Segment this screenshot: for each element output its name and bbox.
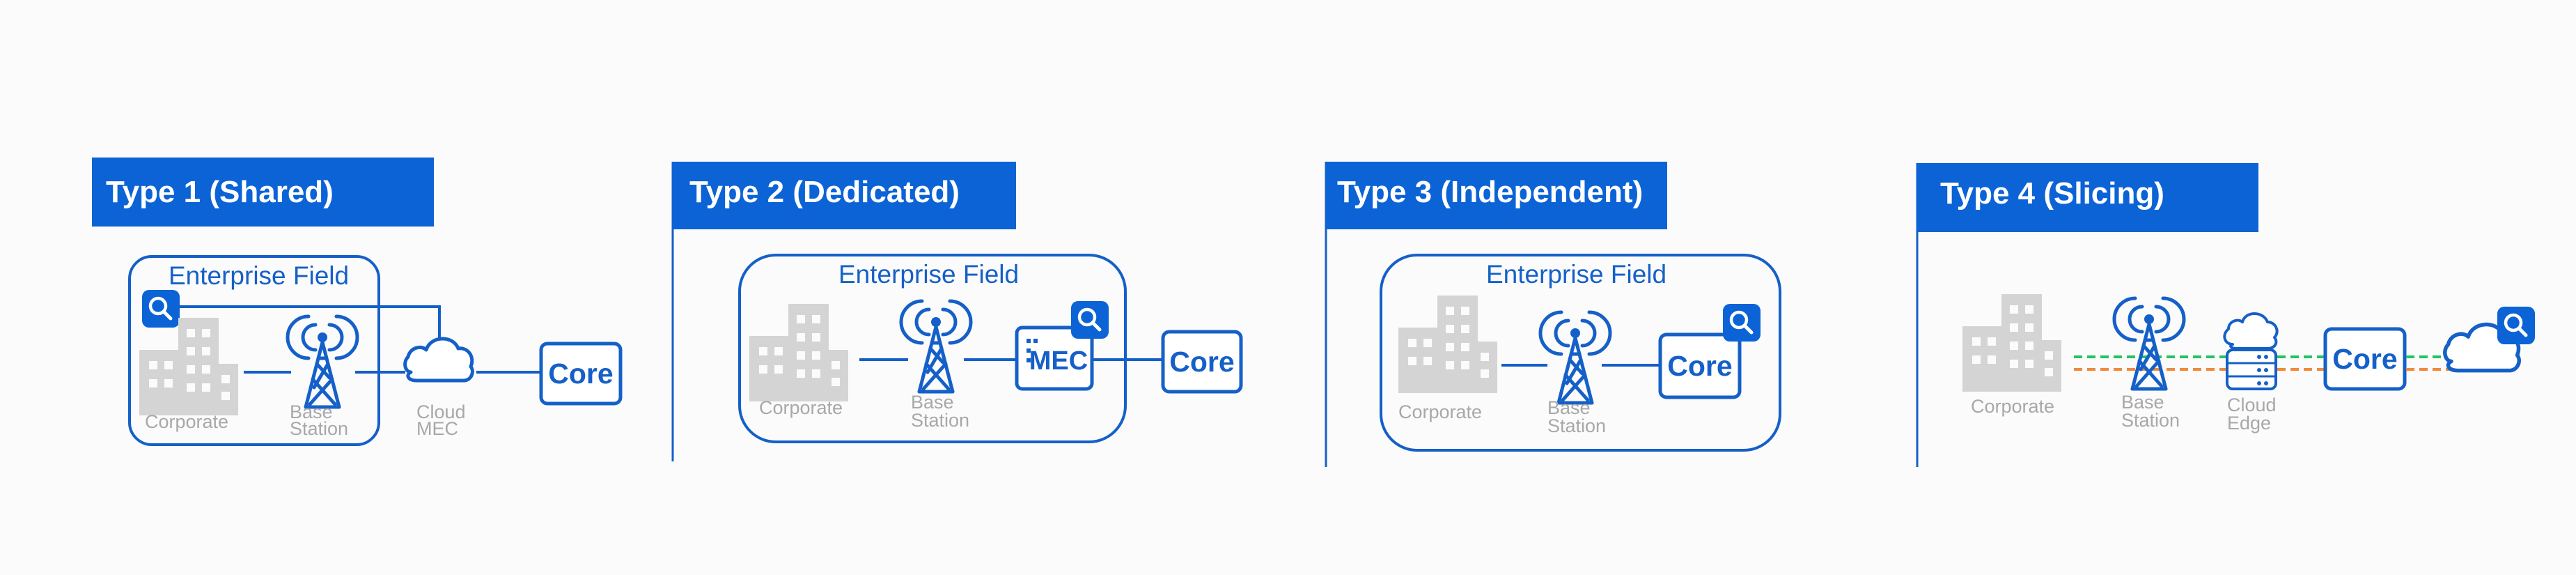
enterprise-field-box: [738, 254, 1127, 443]
building-icon: [139, 318, 238, 415]
search-icon: [2497, 307, 2535, 344]
enterprise-field-label: Enterprise Field: [169, 261, 349, 290]
core-label: Core: [1169, 346, 1234, 378]
panel-3-title: Type 3 (Independent): [1337, 175, 1643, 209]
search-icon: [1723, 304, 1761, 342]
panel-type-4: Type 4 (Slicing) Corporate Base Station …: [1916, 163, 2535, 467]
core-box: [1161, 330, 1243, 394]
panel-1-title: Type 1 (Shared): [106, 175, 334, 209]
base-station-label-1: Base: [911, 392, 954, 413]
panel-4-title: Type 4 (Slicing): [1940, 176, 2164, 210]
antenna-tower-icon: [901, 301, 971, 392]
cloud-mec-label-2: MEC: [416, 418, 458, 439]
base-station-label-2: Station: [911, 410, 969, 431]
base-station-label-1: Base: [290, 401, 333, 422]
search-icon: [1071, 301, 1109, 339]
server-icon: [2226, 348, 2277, 390]
building-icon: [1962, 294, 2061, 392]
core-label: Core: [548, 358, 613, 390]
panel-3-header: [1326, 162, 1667, 229]
mec-label: MEC: [1029, 346, 1088, 376]
monitor-link: [179, 305, 441, 342]
corporate-label: Corporate: [145, 411, 228, 432]
search-icon: [142, 290, 180, 328]
corporate-label: Corporate: [1971, 396, 2054, 417]
cloud-mec-label-1: Cloud: [416, 401, 466, 422]
core-box: [1658, 332, 1742, 399]
antenna-tower-icon: [288, 316, 357, 407]
antenna-tower-icon: [2114, 298, 2184, 389]
base-station-label-2: Station: [290, 418, 348, 439]
enterprise-field-label: Enterprise Field: [1486, 260, 1666, 289]
core-box: [539, 342, 623, 406]
enterprise-field-box: [128, 255, 380, 446]
enterprise-field-label: Enterprise Field: [838, 260, 1019, 289]
base-station-label-2: Station: [1547, 415, 1606, 436]
cloud-icon: [405, 339, 473, 381]
cloud-edge-label-1: Cloud: [2227, 394, 2277, 415]
base-station-label-1: Base: [1547, 397, 1591, 418]
corporate-label: Corporate: [759, 397, 843, 418]
panel-type-1: Type 1 (Shared) Enterprise Field Corpora…: [92, 158, 623, 446]
panel-type-3: Type 3 (Independent) Enterprise Field Co…: [1325, 162, 1781, 467]
building-icon: [1398, 296, 1497, 393]
enterprise-field-box: [1380, 254, 1781, 452]
antenna-tower-icon: [1540, 312, 1610, 403]
base-station-label-1: Base: [2121, 392, 2164, 413]
panel-4-header: [1917, 163, 2258, 232]
base-station-label-2: Station: [2121, 410, 2180, 431]
panel-2-title: Type 2 (Dedicated): [689, 175, 960, 209]
building-icon: [749, 304, 848, 401]
core-label: Core: [2332, 343, 2397, 375]
core-label: Core: [1667, 350, 1732, 382]
cloud-edge-icon: [2223, 312, 2279, 390]
core-box: [2323, 327, 2407, 391]
panel-type-2: Type 2 (Dedicated) Enterprise Field Corp…: [671, 162, 1243, 461]
cloud-edge-label-2: Edge: [2227, 413, 2271, 434]
corporate-label: Corporate: [1398, 401, 1482, 422]
mec-dots: [1027, 339, 1038, 362]
panel-2-header: [673, 162, 1016, 229]
panel-1-header: [92, 158, 434, 227]
